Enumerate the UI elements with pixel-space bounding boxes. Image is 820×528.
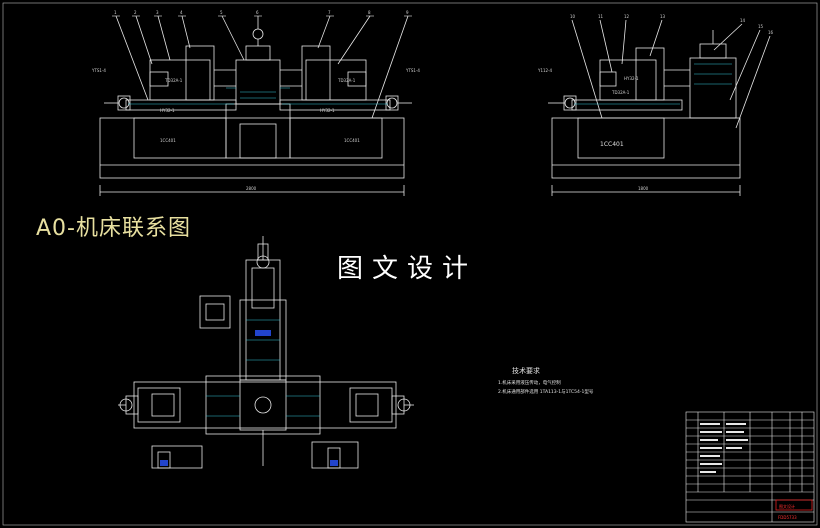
plan-view-hatching (206, 319, 320, 417)
callout-number: 8 (368, 10, 371, 15)
drawing-number: FDD5733 (778, 515, 797, 520)
callout-number: 4 (180, 10, 183, 15)
callout-number: 9 (406, 10, 409, 15)
part-label-motor: Y112-4 (537, 68, 553, 73)
tech-requirement-line: 2.机床通用部件选用 1TA113-1与1TC54-1型号 (498, 390, 594, 395)
callout-number: 3 (156, 10, 159, 15)
title-block-cell-fill (700, 423, 748, 473)
callout-number: 11 (598, 14, 604, 19)
watermark-text: 图文设计 (337, 254, 478, 284)
callout-number: 6 (256, 10, 259, 15)
callout-number: 7 (328, 10, 331, 15)
tech-requirements-title: 技术要求 (512, 367, 540, 375)
company-stamp-frame (775, 499, 813, 511)
callout-number: 5 (220, 10, 223, 15)
part-label-head: TD32A-1 (164, 78, 183, 83)
dimension-label: 2800 (246, 186, 257, 191)
front-view-hatching (128, 87, 388, 105)
callout-number: 1 (114, 10, 117, 15)
part-label-slide: HY32-1 (160, 108, 175, 113)
part-label-slide: HY32-1 (624, 76, 639, 81)
callout-number: 12 (624, 14, 630, 19)
part-label-base: 1CC401 (600, 141, 624, 148)
dimension-label: 1800 (638, 186, 649, 191)
part-label-motor: YTS1-4 (405, 68, 420, 73)
part-label-head: TD32A-1 (611, 90, 630, 95)
callout-number: 2 (134, 10, 137, 15)
part-label-slide: HY32-1 (320, 108, 335, 113)
part-label-base: 1CC401 (160, 138, 176, 143)
callout-number: 13 (660, 14, 666, 19)
part-labels: YTS1-4 YTS1-4 TD32A-1 TD32A-1 HY32-1 HY3… (91, 68, 649, 191)
company-stamp: 图文设计 (779, 503, 795, 509)
callout-number: 16 (768, 30, 774, 35)
tech-requirement-line: 1.机床采用液压传动，电气控制 (498, 381, 561, 386)
callout-number: 14 (740, 18, 746, 23)
part-label-motor: YTS1-4 (91, 68, 106, 73)
plan-view-cutouts (160, 330, 338, 466)
callout-number: 10 (570, 14, 576, 19)
callout-number: 15 (758, 24, 764, 29)
part-label-head: TD32A-1 (337, 78, 356, 83)
callout-numbers: 1 2 3 4 5 6 7 8 9 10 11 12 13 14 15 16 (114, 10, 774, 35)
front-view-left (99, 15, 412, 196)
title-block (685, 411, 815, 523)
side-view-hatching (574, 63, 732, 105)
drawing-title: A0-机床联系图 (36, 216, 191, 241)
side-view-right (548, 19, 771, 196)
part-label-base: 1CC401 (344, 138, 360, 143)
